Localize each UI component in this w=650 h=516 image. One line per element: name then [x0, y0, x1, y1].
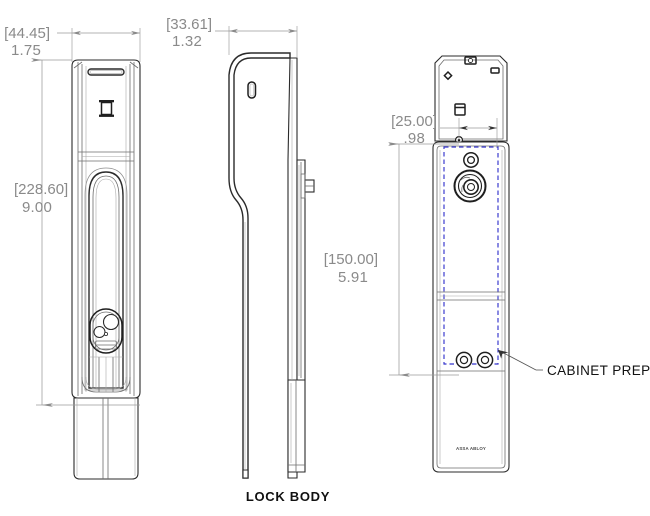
cylinder-boss-rear [453, 169, 487, 203]
latch-bolt-side [304, 179, 315, 193]
reader-emblem-icon [99, 99, 114, 118]
dim-width-front-metric: [44.45] [4, 25, 50, 42]
dimension-depth-side: [33.61] 1.32 [166, 16, 298, 58]
dim-prep-height-imperial: 5.91 [338, 269, 368, 286]
dim-height-front-metric: [228.60] [14, 181, 68, 198]
upper-port-ring [463, 152, 479, 168]
lock-cylinder-front [89, 308, 123, 354]
dimension-width-front: [44.45] 1.75 [4, 25, 141, 62]
bracket-fasteners [443, 56, 500, 116]
assa-abloy-logo: ASSA ABLOY [456, 446, 486, 451]
side-profile-view [228, 52, 315, 479]
dim-depth-side-metric: [33.61] [166, 16, 212, 33]
dim-prep-offset-metric: [25.00] [391, 113, 437, 130]
lower-port-rings [455, 351, 494, 369]
view-caption-lock-body: LOCK BODY [246, 489, 330, 504]
dim-prep-height-metric: [150.00] [324, 251, 378, 268]
cabinet-prep-label: CABINET PREP [547, 363, 650, 378]
dim-width-front-imperial: 1.75 [11, 42, 41, 59]
rear-view-cabinet-prep: ASSA ABLOY [432, 55, 510, 473]
front-view [71, 59, 141, 480]
dimension-height-front: [228.60] 9.00 [14, 58, 140, 407]
annotation-cabinet-prep: CABINET PREP [497, 349, 650, 378]
cabinet-prep-outline [443, 146, 499, 365]
dimension-prep-height: [150.00] 5.91 [324, 142, 459, 377]
dim-height-front-imperial: 9.00 [22, 199, 52, 216]
dim-depth-side-imperial: 1.32 [172, 33, 202, 50]
dim-prep-offset-imperial: .98 [404, 130, 425, 147]
